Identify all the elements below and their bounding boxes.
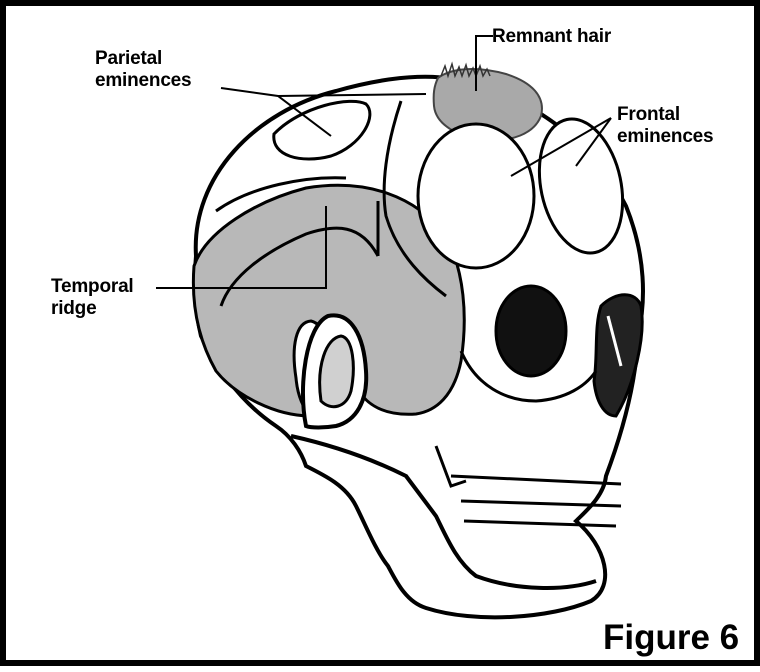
label-frontal-eminences: Frontal eminences xyxy=(617,104,713,148)
frontal-eminence-left xyxy=(418,124,534,268)
label-parietal-line1: Parietal xyxy=(95,48,191,70)
label-temporal-line2: ridge xyxy=(51,298,134,320)
label-frontal-line1: Frontal xyxy=(617,104,713,126)
label-temporal-line1: Temporal xyxy=(51,276,134,298)
orbit xyxy=(496,286,566,376)
label-remnant-hair: Remnant hair xyxy=(492,26,611,48)
label-parietal-eminences: Parietal eminences xyxy=(95,48,191,92)
label-frontal-line2: eminences xyxy=(617,126,713,148)
label-temporal-ridge: Temporal ridge xyxy=(51,276,134,320)
figure-caption: Figure 6 xyxy=(603,618,739,658)
label-parietal-line2: eminences xyxy=(95,70,191,92)
